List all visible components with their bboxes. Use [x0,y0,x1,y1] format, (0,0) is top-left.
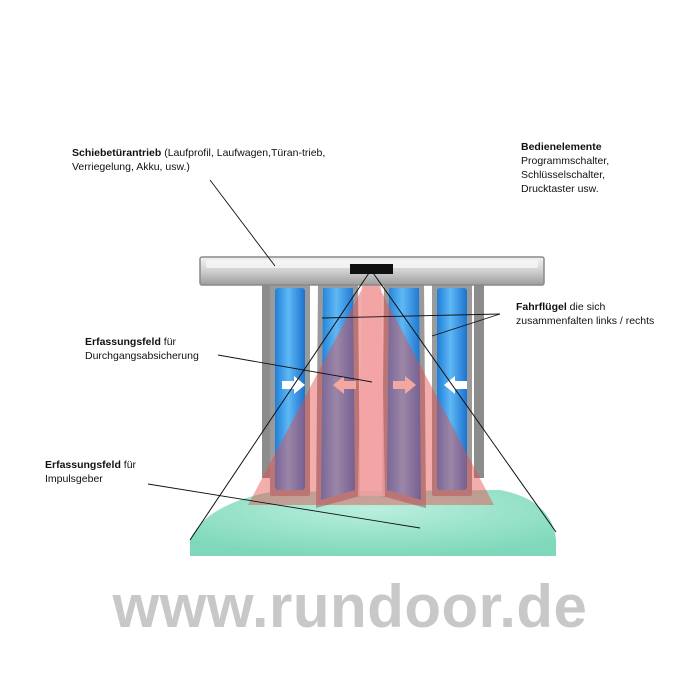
center-light-beam [358,276,385,496]
controls-label-line-3: Drucktaster usw. [521,183,599,195]
leaves-label: Fahrflügel die sich zusammenfalten links… [516,300,666,328]
controls-label: Bedienelemente Programmschalter, Schlüss… [521,140,671,196]
arrow-right-inner-leaf [393,376,416,394]
leaves-label-text: die sich zusammenfalten links / rechts [516,301,655,327]
impulse-field-label: Erfassungsfeld für Impulsgeber [45,458,245,486]
website-watermark: www.rundoor.de [112,573,588,640]
drive-label-text: (Laufprofil, Laufwagen,Türan-trieb, Verr… [72,147,326,173]
leader-lines [147,179,501,529]
controls-label-line-1: Programmschalter, [521,155,610,167]
controls-label-title: Bedienelemente [521,141,602,153]
arrow-left-inner-leaf [333,376,356,394]
impulse-field-label-title: Erfassungsfeld [45,459,121,471]
impulse-detection-floor-field [190,490,556,556]
arrow-left-right-leaf [444,376,467,394]
controls-label-line-2: Schlüsselschalter, [521,169,606,181]
safety-field-label-text: für [160,336,177,348]
impulse-field-label-line2: Impulsgeber [45,473,103,485]
drive-label: Schiebetürantrieb (Laufprofil, Laufwagen… [72,146,340,174]
right-door-post [474,282,484,478]
impulse-field-edge-right [370,269,557,533]
safety-field-label-line2: Durchgangsabsicherung [85,350,199,362]
drive-label-title: Schiebetürantrieb [72,147,162,159]
door-leaf-3 [382,284,426,508]
impulse-field-edge-left [189,269,372,541]
door-leaf-2 [316,284,360,508]
sensor-unit [350,264,393,274]
impulse-field-label-text: für [120,459,137,471]
safety-field-label-title: Erfassungsfeld [85,336,161,348]
leaves-label-title: Fahrflügel [516,301,567,313]
safety-field-label: Erfassungsfeld für Durchgangsabsicherung [85,335,285,363]
left-door-post [262,282,272,478]
